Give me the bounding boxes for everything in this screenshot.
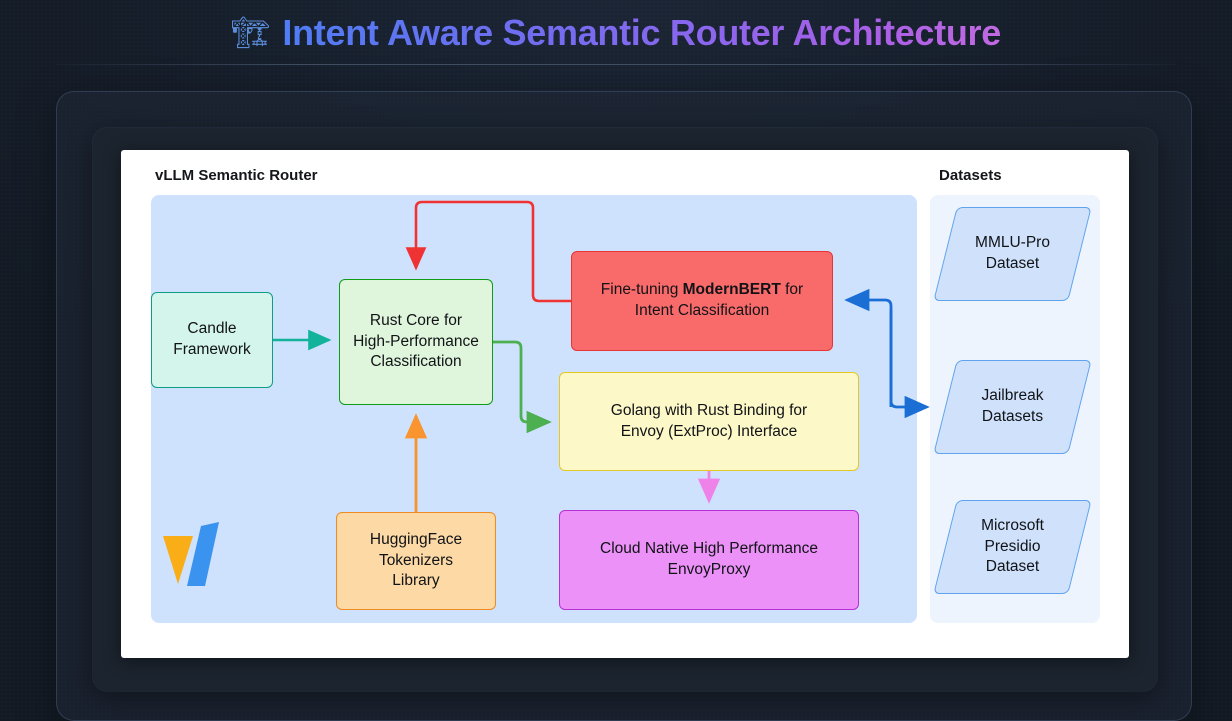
crane-icon: 🏗 <box>231 15 271 50</box>
cluster-label-router: vLLM Semantic Router <box>155 167 318 184</box>
diagram-edges <box>273 200 1129 512</box>
edge-datasets-to-finetune <box>844 288 893 407</box>
edge-rust-to-golang <box>493 340 552 434</box>
cluster-label-datasets: Datasets <box>939 167 1002 184</box>
mid-frame: vLLM Semantic Router Datasets <box>93 128 1157 691</box>
page-header: 🏗 Intent Aware Semantic Router Architect… <box>0 0 1232 65</box>
outer-frame: vLLM Semantic Router Datasets <box>56 91 1192 721</box>
page-title: Intent Aware Semantic Router Architectur… <box>282 11 1001 53</box>
edge-finetune-to-jailbreak <box>889 310 927 407</box>
header-divider <box>56 64 1176 65</box>
diagram-card: vLLM Semantic Router Datasets <box>121 150 1129 658</box>
title-row: 🏗 Intent Aware Semantic Router Architect… <box>231 12 1001 54</box>
edge-finetune-to-rust <box>405 200 571 303</box>
vllm-logo-icon <box>163 522 219 586</box>
